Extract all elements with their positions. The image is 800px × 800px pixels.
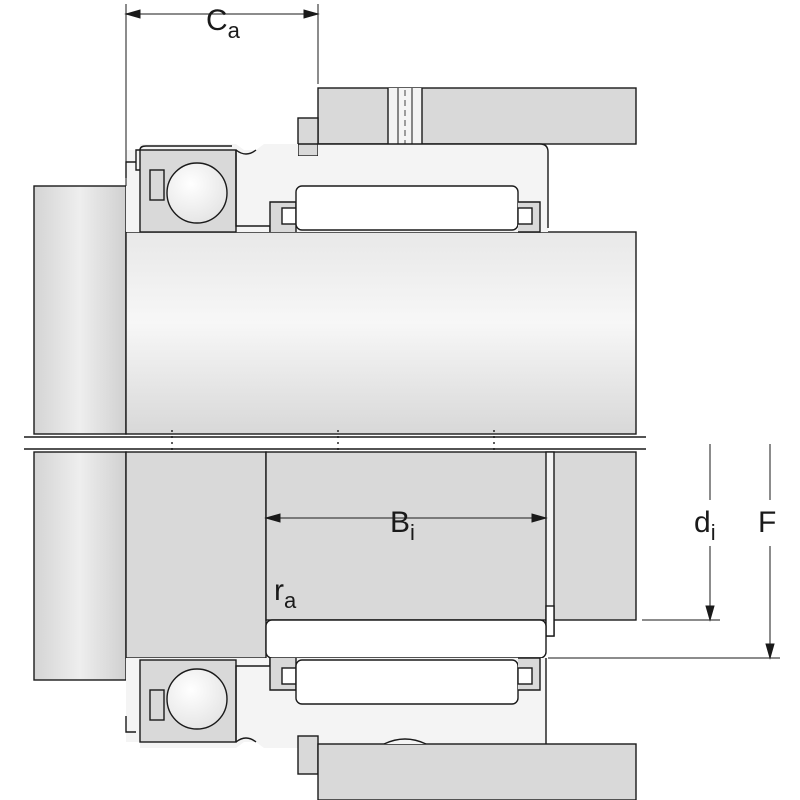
housing-bottom [317,743,637,800]
needle-roller-top [269,143,549,233]
label-ra: ra [274,574,297,613]
label-f: F [758,506,776,539]
label-ca: Ca [206,4,241,43]
dimension-ca [124,4,320,186]
dimension-di [642,444,720,622]
ball-top [166,162,228,224]
stub-shaft [33,185,127,681]
label-di: di [694,506,716,545]
inner-ring-lower [265,619,547,659]
shaft [125,231,637,435]
ball-bottom [166,668,228,730]
lower-shaft [125,451,637,659]
snap-ring-top [297,117,319,157]
label-bi: Bi [390,506,415,545]
dimension-bi [264,513,548,523]
centerline [24,430,646,456]
dimension-f [548,444,780,660]
snap-ring-bottom [297,735,319,775]
